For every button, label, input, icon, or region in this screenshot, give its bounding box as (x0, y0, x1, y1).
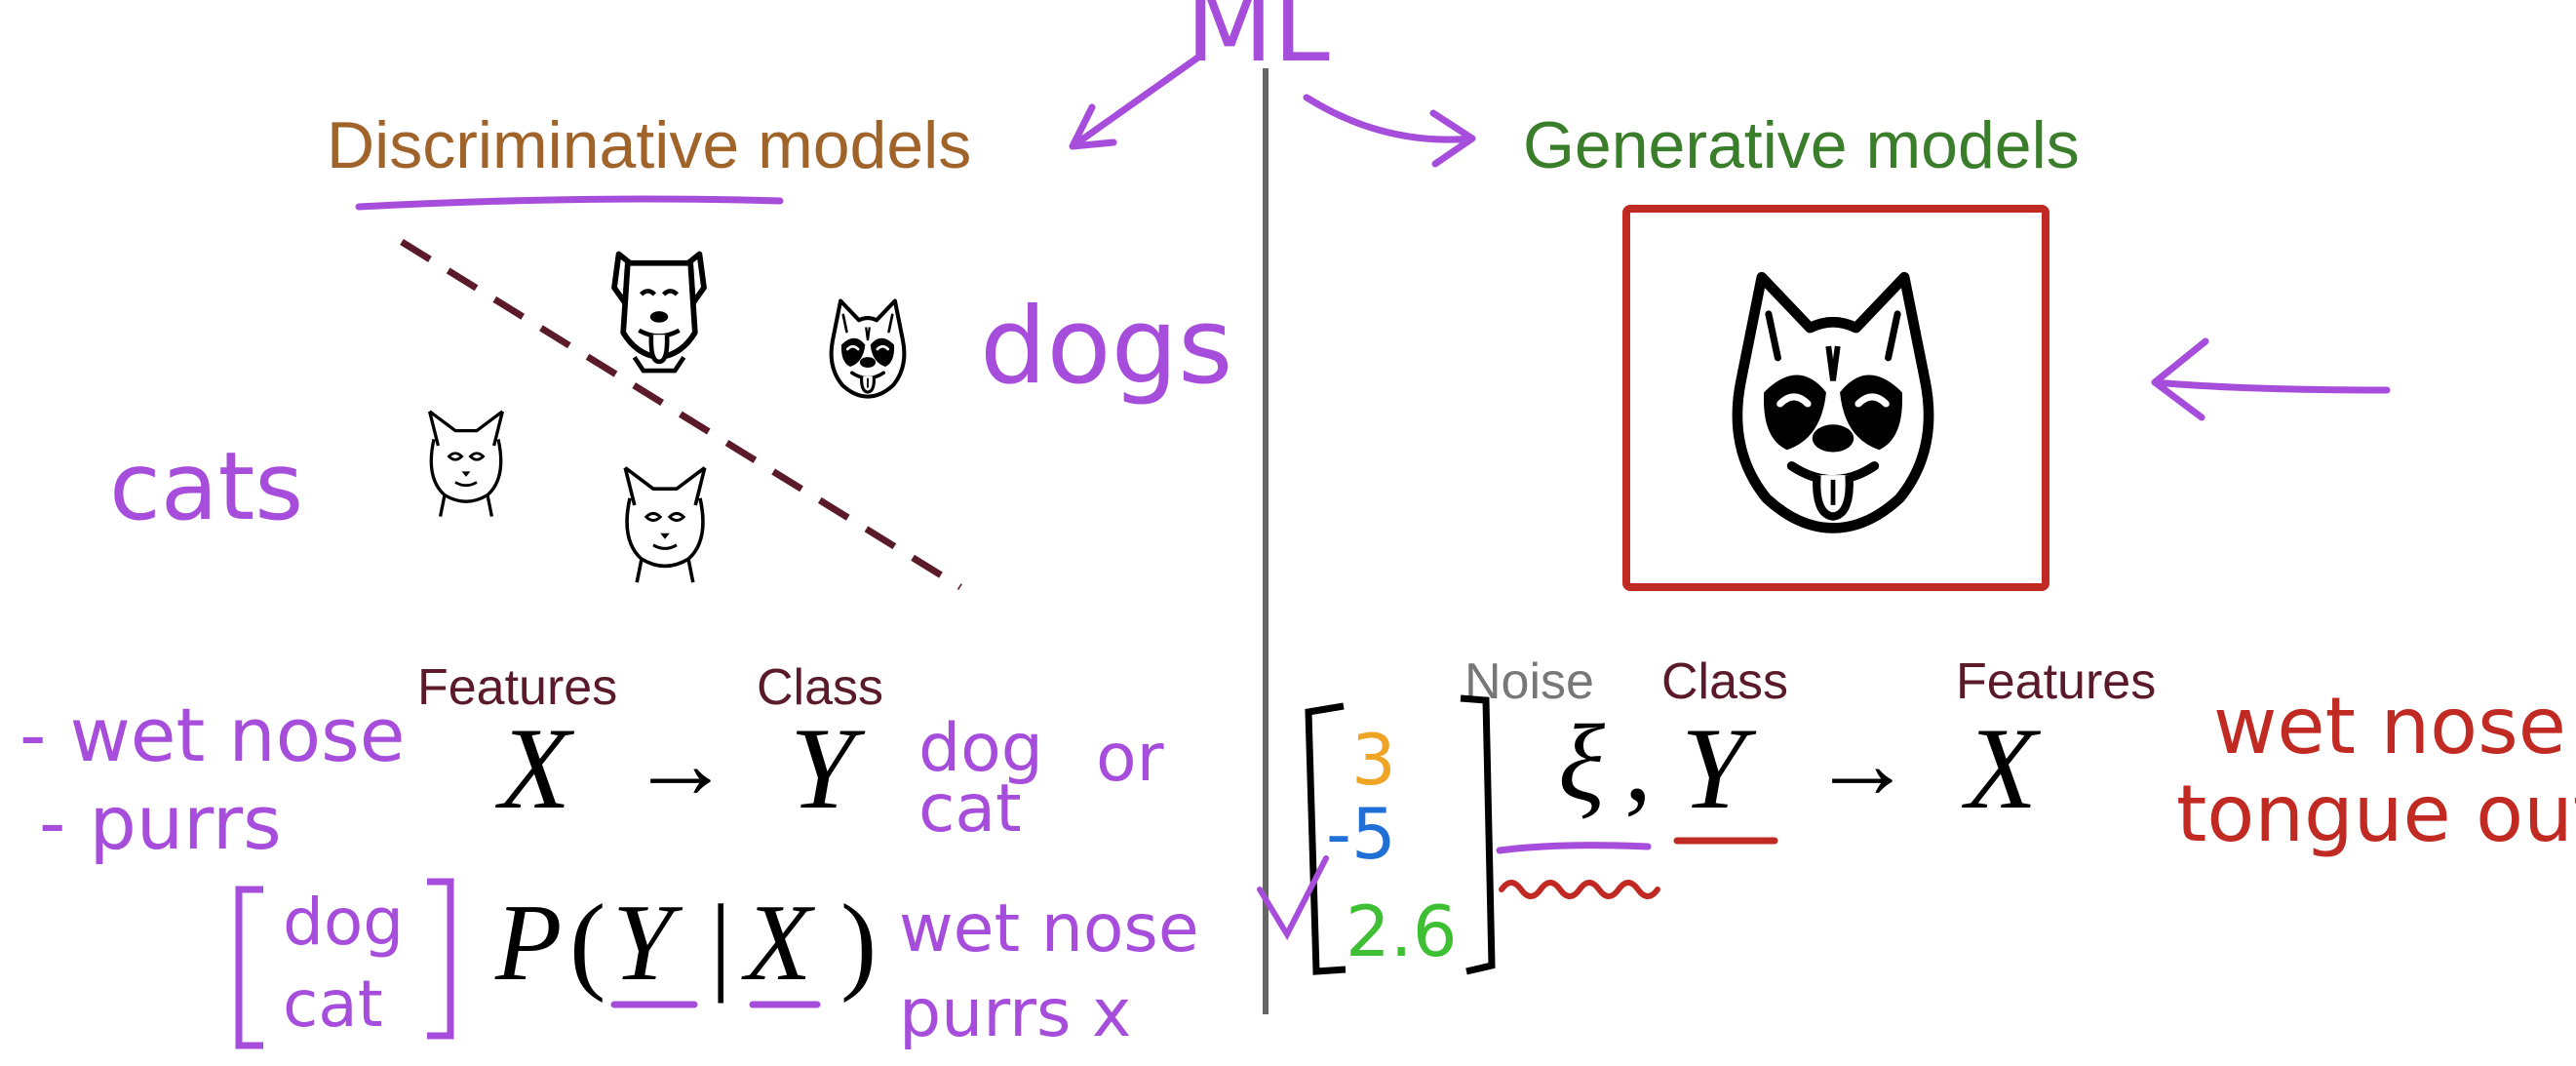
prob-y: Y (612, 883, 683, 1004)
class-note-or: or (1096, 720, 1164, 797)
generative-features-label: Features (1956, 653, 2156, 710)
prob-p: P (494, 883, 562, 1004)
generative-title: Generative models (1523, 108, 2080, 182)
pointing-arrow (2151, 337, 2391, 421)
ml-left-arrow (1069, 53, 1203, 150)
equation-xi: ξ (1558, 703, 1605, 824)
features-label: Features (417, 659, 617, 716)
generative-class-label: Class (1661, 653, 1788, 710)
discriminative-underline (355, 195, 784, 211)
prob-close: ) (840, 883, 877, 1004)
cat-icon (623, 465, 707, 585)
husky-icon (832, 301, 905, 397)
equation-y: Y (1681, 703, 1757, 833)
ml-right-arrow (1303, 94, 1476, 168)
prob-open: ( (569, 883, 605, 1004)
vector-dog: dog (283, 885, 404, 960)
dog-icon (614, 255, 704, 372)
xi-squiggle (1499, 880, 1660, 899)
noise-value-3: 2.6 (1346, 890, 1458, 972)
noise-value-2: -5 (1326, 793, 1396, 875)
prob-bar: | (710, 883, 731, 1004)
output-note-tongue-out: tongue out (2176, 769, 2576, 859)
prob-note-wet-nose: wet nose (899, 890, 1199, 967)
noise-bracket-right (1460, 694, 1496, 975)
husky-icon (1737, 277, 1929, 528)
equation-x: X (495, 703, 575, 833)
equation-comma: , (1624, 703, 1652, 824)
ml-note: ML (1186, 0, 1330, 85)
feature-note-purrs: - purrs (39, 779, 282, 866)
noise-check (1257, 855, 1329, 941)
feature-note-wet-nose: - wet nose (20, 691, 405, 778)
noise-value-1: 3 (1351, 719, 1396, 801)
discriminative-title: Discriminative models (327, 108, 971, 182)
equation-arrow: → (630, 708, 731, 820)
cats-note: cats (109, 432, 303, 541)
cat-icon (427, 410, 505, 519)
class-note-dog: dog (918, 710, 1043, 787)
prob-x: X (741, 883, 816, 1004)
equation-arrow: → (1812, 708, 1913, 820)
xi-underline (1496, 842, 1652, 854)
prob-note-purrs: purrs x (899, 975, 1131, 1052)
class-note-cat: cat (918, 770, 1022, 848)
generated-output-box (1622, 205, 2049, 591)
vector-bracket-right (427, 878, 454, 1040)
vector-bracket-left (235, 886, 263, 1049)
output-note-wet-nose: wet nose (2213, 681, 2566, 771)
equation-x: X (1962, 703, 2042, 833)
vector-cat: cat (283, 967, 383, 1042)
dogs-note: dogs (980, 286, 1232, 408)
decision-boundary (400, 239, 962, 590)
equation-y: Y (790, 703, 866, 833)
noise-bracket-left (1305, 702, 1347, 975)
class-label: Class (757, 659, 883, 716)
